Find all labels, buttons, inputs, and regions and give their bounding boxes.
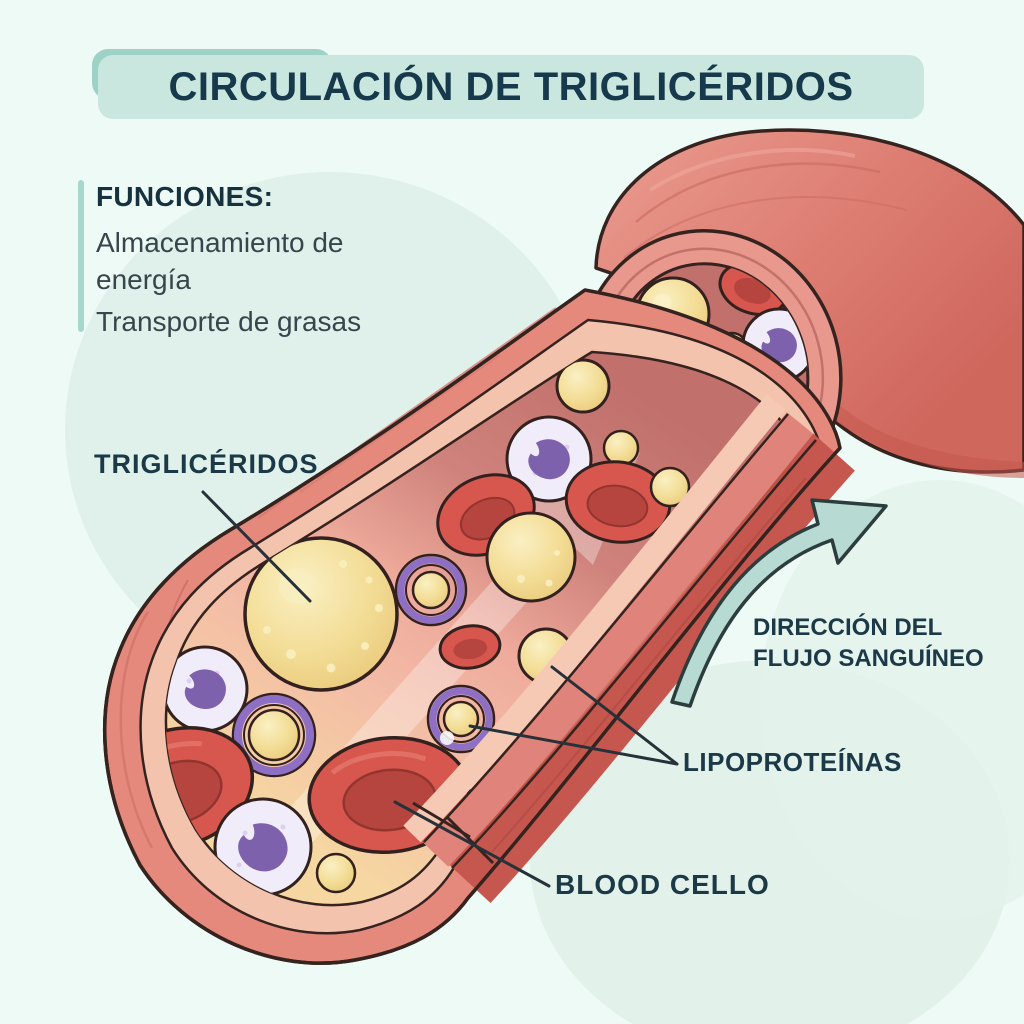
function-item-fat-transport: Transporte de grasas [96,306,362,337]
label-flow-direction-line2: FLUJO SANGUÍNEO [753,645,984,672]
leader-line-blood-cell [393,800,551,888]
functions-accent-bar [78,180,84,332]
label-lipoproteins: LIPOPROTEÍNAS [683,747,902,777]
leader-line-triglycerides [201,490,312,603]
label-flow-direction-line1: DIRECCIÓN DEL [753,614,943,641]
page-title: CIRCULACIÓN DE TRIGLICÉRIDOS [168,64,854,109]
title-banner: CIRCULACIÓN DE TRIGLICÉRIDOS [98,55,924,119]
label-blood-cell: BLOOD CELLO [555,869,770,900]
lipoprotein-particle [231,692,317,778]
red-blood-cell [564,460,672,544]
triglyceride-sphere [602,429,640,467]
triglyceride-sphere [315,852,357,894]
white-blood-cell [505,415,593,503]
triglyceride-sphere [649,466,691,508]
lipoprotein-particle [426,684,496,754]
lumen-highlight-dot [440,731,454,745]
triglyceride-sphere [485,511,577,603]
vessel-cutaway-body [103,288,855,965]
leader-line-lipoproteins-1 [550,665,679,766]
white-blood-cell [165,645,249,733]
label-triglycerides: TRIGLICÉRIDOS [94,449,319,479]
blood-flow-arrow-icon [670,498,888,708]
triglyceride-sphere [555,358,611,414]
leader-line-lipoproteins-2 [468,724,679,766]
red-blood-cell [438,624,502,670]
functions-heading: FUNCIONES: [96,181,274,212]
triglyceride-sphere [243,536,399,692]
lipoprotein-particle [394,553,468,627]
function-item-energy-storage: Almacenamiento de energía [96,227,344,295]
label-flow-direction: DIRECCIÓN DEL FLUJO SANGUÍNEO [753,612,1013,674]
